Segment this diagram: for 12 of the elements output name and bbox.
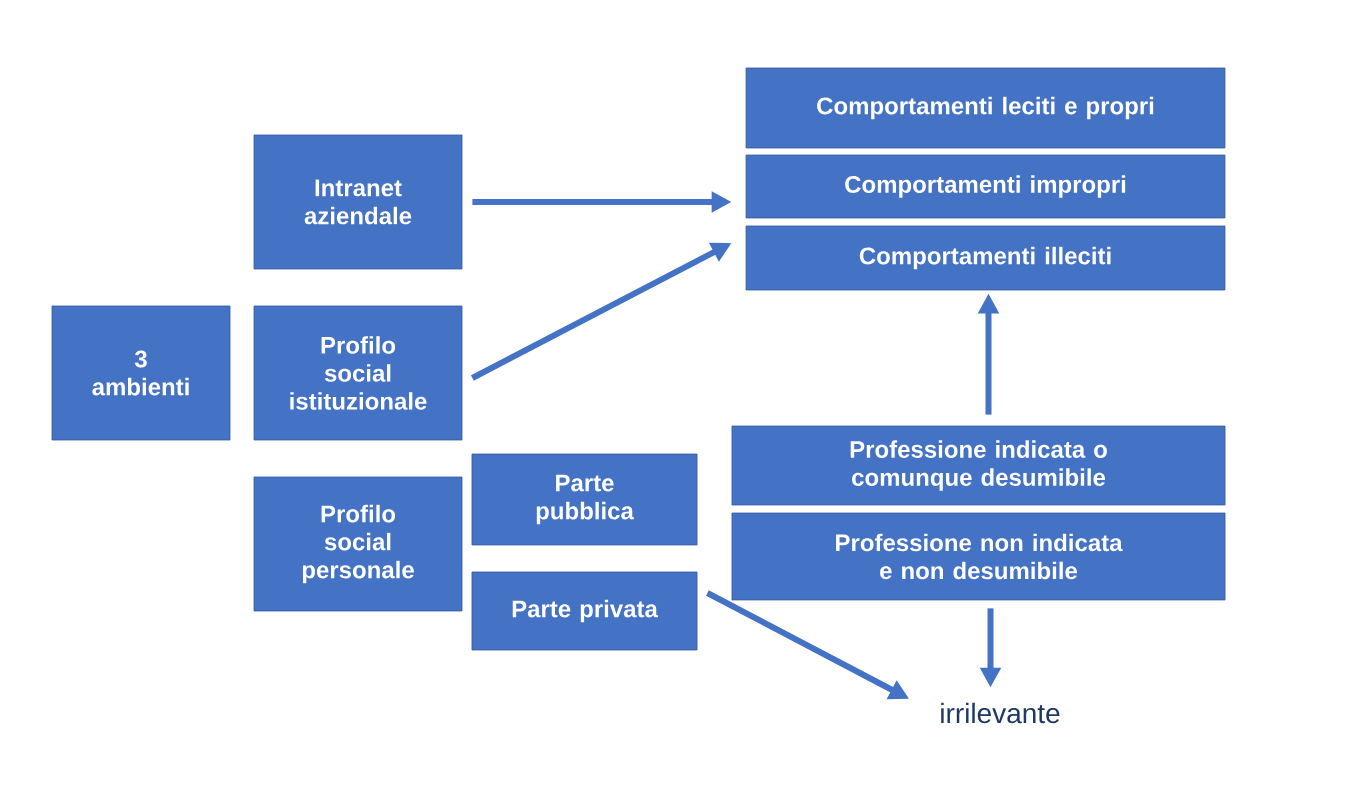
outcome-label: irrilevante <box>941 702 1060 724</box>
category-box: Comportamenti illeciti <box>745 225 1226 291</box>
category-box: Professione non indicata e non desumibile <box>731 512 1226 601</box>
category-box: Profilo social istituzionale <box>253 305 463 441</box>
category-box: 3 ambienti <box>51 305 231 441</box>
category-box: Profilo social personale <box>253 476 463 612</box>
category-box: Parte privata <box>471 571 698 651</box>
category-box: Comportamenti leciti e propri <box>745 67 1226 149</box>
category-box: Parte pubblica <box>471 453 698 546</box>
category-box: Comportamenti impropri <box>745 154 1226 219</box>
category-box: Professione indicata o comunque desumibile <box>731 425 1226 506</box>
category-box: Intranet aziendale <box>253 134 463 270</box>
